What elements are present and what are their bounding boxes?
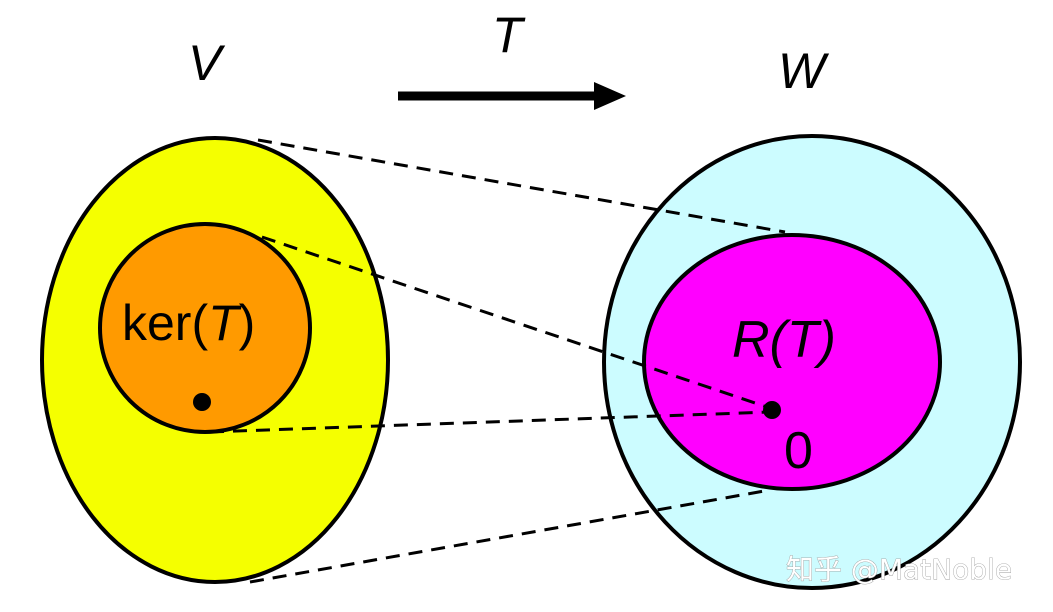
range-label-suffix: ) bbox=[813, 311, 836, 369]
range-ellipse bbox=[642, 233, 942, 491]
domain-label-V: V bbox=[188, 35, 226, 91]
mapping-line-bottom-ker-to-zero bbox=[209, 410, 771, 434]
mapping-line-bottom-V-to-bottom-range bbox=[249, 488, 771, 584]
watermark-text: 知乎 @MatNoble bbox=[786, 553, 1012, 586]
right-arrow-icon bbox=[398, 82, 626, 110]
mapping-lines bbox=[209, 138, 786, 584]
mapping-line-top-V-to-top-range bbox=[257, 138, 786, 234]
kernel-circle bbox=[98, 222, 312, 434]
kernel-label-suffix: ) bbox=[239, 295, 256, 351]
zero-label: 0 bbox=[784, 422, 813, 480]
codomain-label-W: W bbox=[778, 43, 830, 99]
kernel-point bbox=[193, 393, 211, 411]
range-label-symbol: T bbox=[787, 311, 822, 369]
kernel-label: ker(T) bbox=[122, 295, 255, 351]
map-label-T: T bbox=[492, 7, 526, 63]
zero-vector-point bbox=[763, 401, 781, 419]
range-label: R(T) bbox=[732, 311, 836, 369]
kernel-label-prefix: ker( bbox=[122, 295, 208, 351]
kernel-label-symbol: T bbox=[208, 295, 242, 351]
mapping-line-top-ker-to-zero bbox=[261, 235, 771, 410]
range-label-prefix: R( bbox=[732, 311, 792, 369]
